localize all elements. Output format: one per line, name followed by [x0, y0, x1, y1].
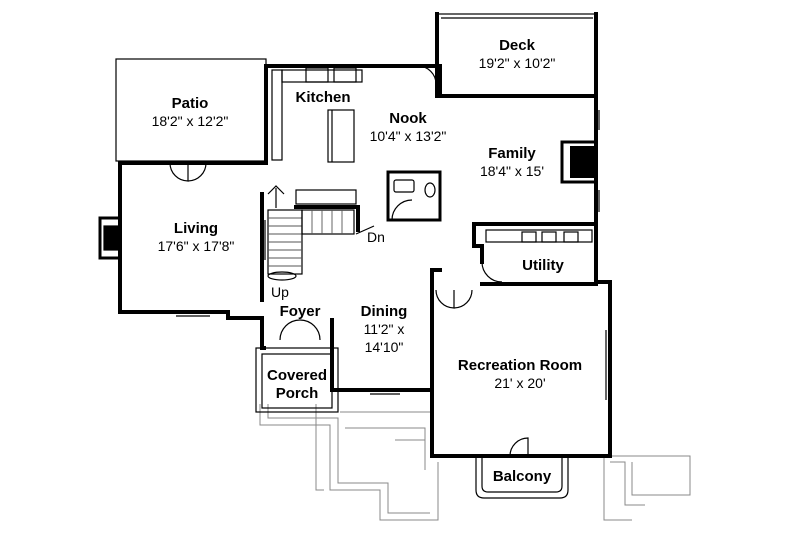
living-size: 17'6" x 17'8" [158, 238, 235, 254]
deck-label: Deck [499, 37, 536, 54]
dining-size-line2: 14'10" [365, 339, 404, 355]
patio-label: Patio [172, 95, 209, 112]
stairs-down-label: Dn [367, 229, 385, 245]
covered-porch-label-2: Porch [276, 385, 319, 402]
recreation-room-label: Recreation Room [458, 357, 582, 374]
utility-label: Utility [522, 257, 564, 274]
staircase [267, 185, 375, 281]
family-label: Family [488, 145, 536, 162]
covered-porch-label-1: Covered [267, 367, 327, 384]
living-label: Living [174, 220, 218, 237]
nook-size: 10'4" x 13'2" [370, 128, 447, 144]
family-size: 18'4" x 15' [480, 163, 544, 179]
recreation-room-size: 21' x 20' [494, 375, 545, 391]
patio-size: 18'2" x 12'2" [152, 113, 229, 129]
deck-size: 19'2" x 10'2" [479, 55, 556, 71]
balcony-label: Balcony [493, 468, 552, 485]
site-outlines [115, 13, 691, 521]
stairs-up-label: Up [271, 284, 289, 300]
nook-label: Nook [389, 110, 427, 127]
kitchen-label: Kitchen [295, 89, 350, 106]
fixtures [169, 65, 611, 499]
dining-label: Dining [361, 303, 408, 320]
room-labels: Deck 19'2" x 10'2" Patio 18'2" x 12'2" K… [152, 37, 582, 485]
dining-size-line1: 11'2" x [364, 321, 405, 337]
foyer-label: Foyer [280, 303, 321, 320]
